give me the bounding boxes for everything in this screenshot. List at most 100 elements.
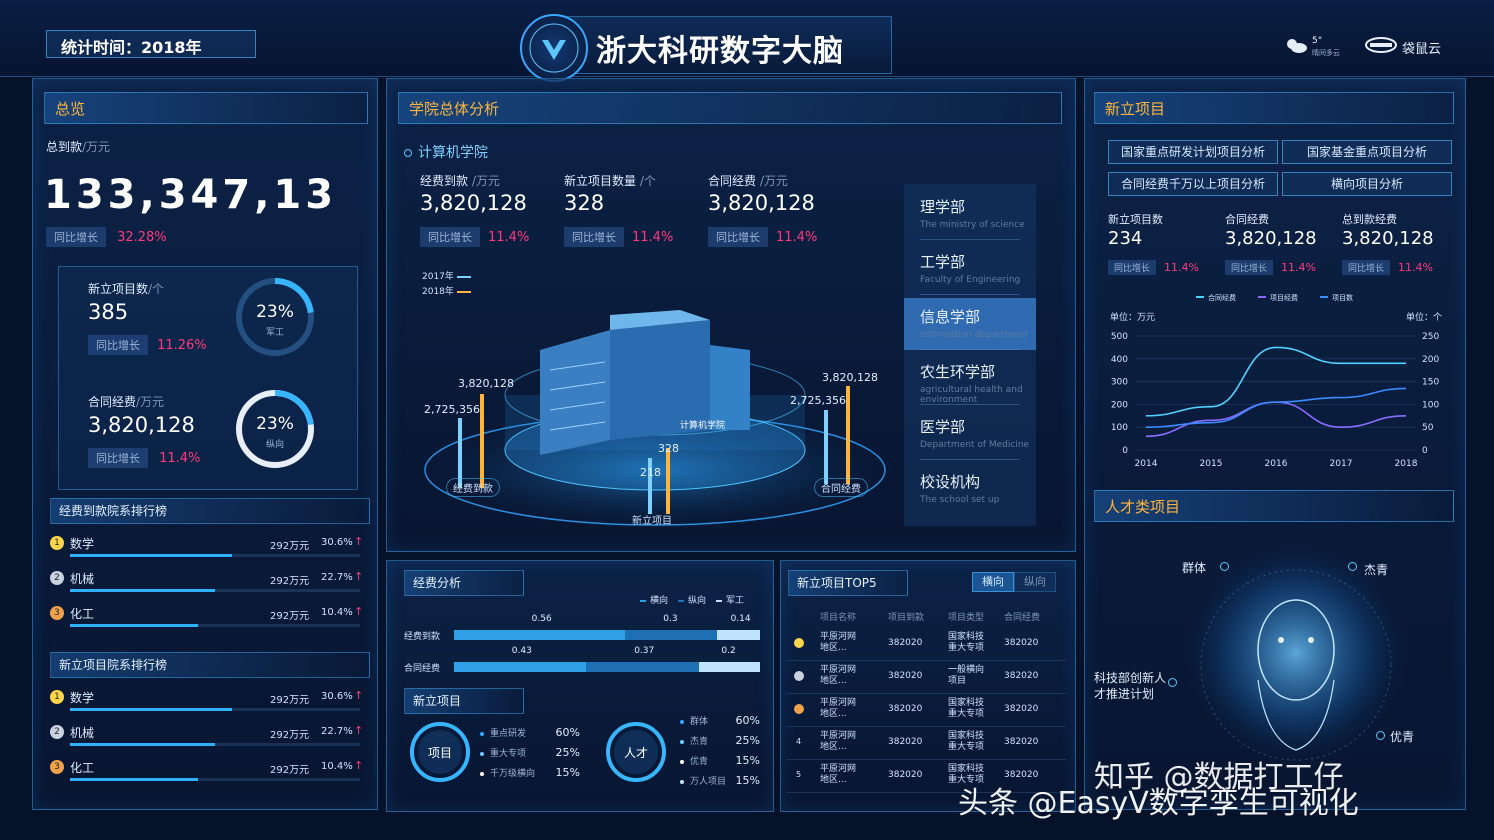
rank-bar-fill [70,624,198,627]
college-name: 计算机学院 [404,142,488,162]
top5-name: 平原河网地区... [820,698,857,719]
ring-legend-pct: 15% [735,774,760,787]
right-label: 合同经费 [814,478,868,497]
total-yoy: 同比增长 32.28% [46,226,167,247]
college-title: 学院总体分析 [409,100,500,118]
top5-tab-horizontal[interactable]: 横向 [972,572,1014,592]
department-en: Information department [920,330,1029,340]
college-kpi-value: 3,820,128 [420,191,527,215]
new-projects-unit: /个 [148,282,165,296]
analysis-button[interactable]: 合同经费千万以上项目分析 [1108,172,1278,196]
talent-ring: 人才 [604,720,668,784]
college-kpi-label: 合同经费 /万元 [708,174,788,188]
funding-seg [454,630,626,640]
funding-seg [698,662,760,672]
chart-ytick-left: 400 [1111,355,1128,365]
chart-series-line [1145,346,1406,417]
new-project-title: 新立项目 [1105,100,1166,118]
np-kpi-yoy-value: 11.4% [1398,261,1433,274]
funding-seg-value: 0.43 [511,646,532,656]
chart-series-line [1145,387,1407,428]
funding-legend-item: 横向 [640,596,668,606]
arrow-up-icon: ↑ [354,535,364,548]
top5-name: 平原河网地区... [820,764,857,785]
legend-swatch [716,599,723,602]
total-yoy-label: 同比增长 [46,227,106,247]
rank-amount: 292万元 [270,541,310,552]
funding-seg [585,662,699,672]
legend-2017-swatch [456,275,471,278]
analysis-button[interactable]: 国家基金重点项目分析 [1282,140,1452,164]
chart-legend-label: 合同经费 [1208,293,1236,302]
rank-bar-fill [70,778,198,781]
legend-text: 纵向 [688,596,707,606]
contract-value: 3,820,128 [88,413,195,437]
chart-ytick-right: 100 [1422,400,1439,410]
analysis-button[interactable]: 横向项目分析 [1282,172,1452,196]
top5-header-cell: 合同经费 [1004,613,1041,623]
legend-dot-icon [480,771,484,776]
rank2-title: 新立项目院系排行榜 [50,652,370,678]
overview-panel [32,78,378,810]
chart-ytick-right: 250 [1422,332,1439,342]
ring-legend-pct: 15% [735,754,760,767]
rank-name: 数学 [70,537,95,551]
top5-arrival: 382020 [888,671,923,681]
rank-amount: 292万元 [270,611,310,622]
chart-legend-swatch [1196,296,1204,298]
top5-header-cell: 项目到款 [888,613,925,623]
rank-amount: 292万元 [270,730,310,741]
talent-dot-2-icon [1348,562,1357,571]
department-name: 工学部 [920,253,966,271]
np-kpi-yoy-value: 11.4% [1281,261,1316,274]
ring-vertical-label: 纵向 [265,440,284,450]
top5-name: 平原河网地区... [820,731,857,752]
legend-dot-icon [680,719,684,724]
funding-seg-value: 0.14 [730,614,751,624]
college-kpi-yoy-value: 11.4% [632,230,674,245]
legend-dot-icon [680,759,684,764]
legend-2018-text: 2018年 [422,287,454,297]
new-projects-value: 385 [88,300,129,324]
new-project-title-bar: 新立项目 [1094,92,1454,124]
arrow-up-icon: ↑ [354,759,364,772]
top5-title: 新立项目TOP5 [788,570,908,596]
top5-type: 一般横向项目 [948,665,985,686]
analysis-button[interactable]: 国家重点研发计划项目分析 [1108,140,1278,164]
college-kpi-yoy-value: 11.4% [488,230,530,245]
ring-legend-name: 万人项目 [690,777,727,787]
top5-panel [780,560,1076,812]
funding-seg-value: 0.3 [663,614,678,624]
stat-time-label: 统计时间：2018年 [61,38,202,57]
rank-bar-fill [70,708,233,711]
new-projects-yoy: 同比增长 11.26% [88,334,207,355]
rank-name: 化工 [70,607,95,621]
rank-amount: 292万元 [270,576,310,587]
ring-legend-name: 千万级横向 [490,769,536,779]
funding-legend: 横向纵向军工 [640,593,754,606]
np-kpi-label: 合同经费 [1225,213,1269,226]
top5-tab-vertical[interactable]: 纵向 [1014,572,1056,592]
college-kpi-yoy-label: 同比增长 [708,227,768,247]
rank-pct: 30.6% [321,537,353,548]
